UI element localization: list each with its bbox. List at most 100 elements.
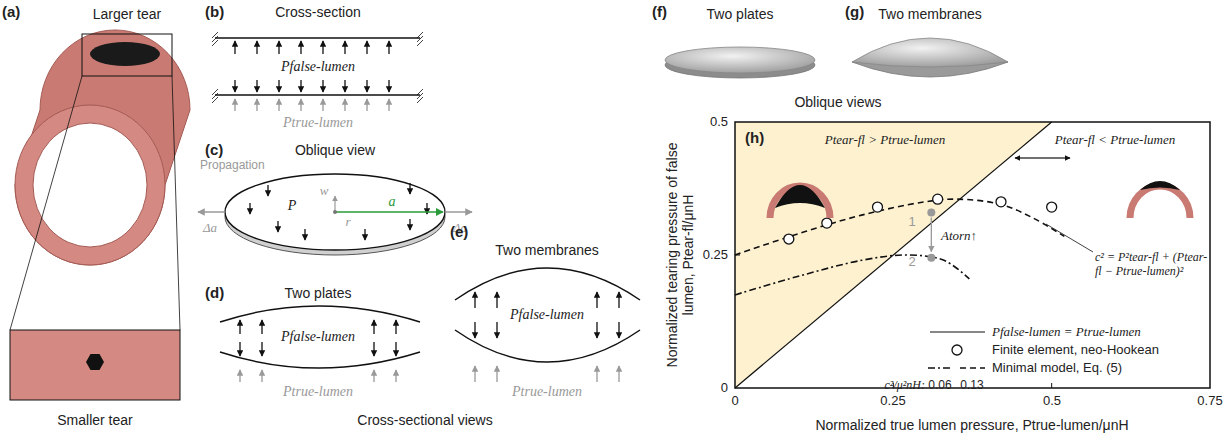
legend-sample xyxy=(928,367,952,369)
pressure-label: Pfalse-lumen xyxy=(510,307,584,323)
membrane xyxy=(455,330,640,362)
legend-text: Pfalse-lumen = Ptrue-lumen xyxy=(992,325,1141,340)
legend-note: 0.06 xyxy=(928,379,951,393)
pressure-arrow xyxy=(596,322,597,338)
formula-leader xyxy=(1046,224,1093,252)
pressure-arrow xyxy=(278,41,279,54)
pressure-arrow xyxy=(256,80,257,92)
tick-label: 0 xyxy=(731,394,738,409)
pressure-arrow xyxy=(366,80,367,92)
pressure-arrow xyxy=(234,80,235,92)
pressure-arrow xyxy=(388,99,389,111)
tick-label: 0 xyxy=(721,381,728,396)
legend-sample xyxy=(952,345,962,355)
aorta-lumen xyxy=(33,123,147,247)
panel-label: (g) xyxy=(845,3,864,20)
region-label: Ptear-fl < Ptrue-lumen xyxy=(1055,133,1175,148)
tick-label: 0.75 xyxy=(1197,394,1222,409)
formula: c² = P²tear-fl + (Ptear-fl − Ptrue-lumen… xyxy=(1095,251,1211,279)
legend-sample xyxy=(930,331,985,332)
direction-label: Propagation xyxy=(200,159,265,173)
panel-label: (d) xyxy=(205,284,224,301)
pressure-arrow xyxy=(300,41,301,54)
pressure-arrow xyxy=(261,370,262,382)
clamp-hatch xyxy=(212,40,218,46)
tick-label: 0.25 xyxy=(703,248,728,263)
propagation-arrow xyxy=(198,211,225,213)
view-label: Oblique views xyxy=(794,94,881,110)
tick xyxy=(1051,383,1052,388)
pressure-arrow xyxy=(618,322,619,338)
artery-icon xyxy=(1130,186,1190,218)
pressure-arrow xyxy=(395,370,396,382)
pressure-arrow xyxy=(300,80,301,92)
fe-point xyxy=(1047,202,1057,212)
legend-note: 0.13 xyxy=(960,379,983,393)
pressure-arrow xyxy=(409,219,410,230)
aorta-wall xyxy=(15,30,190,265)
region-arrow xyxy=(1015,157,1042,158)
panel-label: (f) xyxy=(652,3,667,20)
tick-label: 0.5 xyxy=(710,115,728,130)
pressure-arrow xyxy=(366,99,367,111)
pressure-label: Ptrue-lumen xyxy=(512,384,582,400)
larger-tear xyxy=(90,42,160,66)
pressure-arrow xyxy=(395,342,396,356)
model-curve xyxy=(735,255,969,295)
membrane xyxy=(455,268,640,300)
panel-label: (e) xyxy=(450,223,468,240)
pressure-arrow xyxy=(366,41,367,54)
inset-leader xyxy=(10,76,82,330)
pressure-arrow xyxy=(596,366,597,382)
pressure-arrow xyxy=(304,229,305,240)
pressure-arrow xyxy=(596,292,597,308)
pressure-arrow xyxy=(256,41,257,54)
view-label: Two membranes xyxy=(495,242,598,258)
pressure-label: Pfalse-lumen xyxy=(281,329,355,345)
pressure-arrow xyxy=(618,366,619,382)
pressure-arrow xyxy=(496,292,497,308)
fe-point xyxy=(933,194,943,204)
smaller-tear xyxy=(86,354,104,370)
pressure-arrow xyxy=(395,320,396,334)
symbol-label: a xyxy=(389,194,396,210)
wall-line xyxy=(215,94,420,96)
deflection-arrow xyxy=(334,196,335,212)
transition-arrow xyxy=(931,217,932,251)
pressure-arrow xyxy=(239,342,240,356)
inset-frame xyxy=(82,34,172,76)
part-label: Larger tear xyxy=(93,6,161,22)
pressure-arrow xyxy=(300,99,301,111)
plate xyxy=(220,306,420,322)
plate xyxy=(220,352,420,368)
axis-title: Normalized true lumen pressure, Ptrue-lu… xyxy=(815,417,1128,433)
pressure-arrow xyxy=(249,203,250,214)
view-label: Cross-sectional views xyxy=(357,412,492,428)
pressure-arrow xyxy=(618,292,619,308)
point-label: 1 xyxy=(908,215,915,230)
region-label: Ptear-fl > Ptrue-lumen xyxy=(825,133,945,148)
fe-point xyxy=(784,234,794,244)
symbol-label: r xyxy=(345,215,350,230)
view-label: Two plates xyxy=(707,6,774,22)
pressure-arrow xyxy=(267,185,268,196)
pressure-arrow xyxy=(234,41,235,54)
view-label: Oblique view xyxy=(295,142,375,158)
pressure-arrow xyxy=(322,80,323,92)
state-point xyxy=(927,254,935,262)
pressure-arrow xyxy=(409,183,410,194)
tick-label: 0.25 xyxy=(880,394,905,409)
center-dot xyxy=(333,210,337,214)
pressure-arrow xyxy=(322,41,323,54)
pressure-arrow xyxy=(344,41,345,54)
pressure-arrow xyxy=(474,322,475,338)
fe-point xyxy=(996,197,1006,207)
plot-frame xyxy=(735,122,1210,388)
pressure-arrow xyxy=(261,342,262,356)
panel-label: (b) xyxy=(205,3,224,20)
view-label: Two membranes xyxy=(878,6,981,22)
pressure-arrow xyxy=(256,99,257,111)
aorta-front-face xyxy=(15,105,165,265)
